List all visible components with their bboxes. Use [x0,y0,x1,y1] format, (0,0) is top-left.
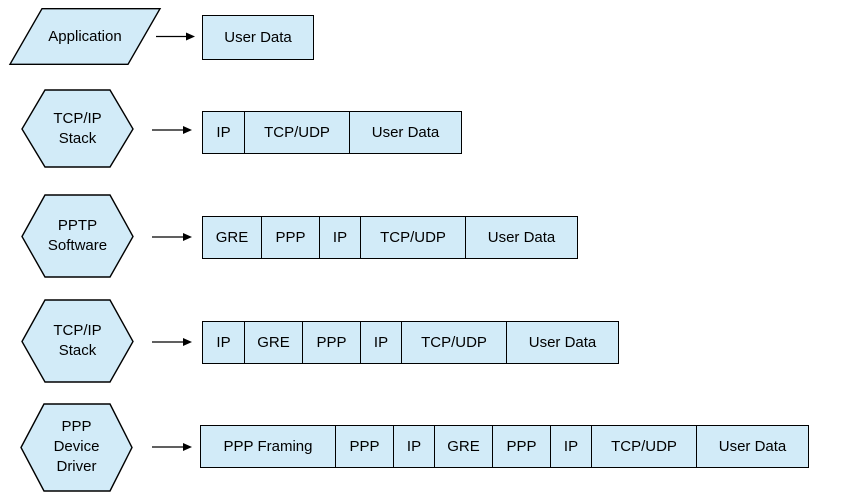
pptp-software-hexagon-shape [21,194,134,278]
ppp-device-driver-hexagon-shape [20,403,133,492]
packet-cell-ppp: PPP [335,426,393,467]
packet-cell-gre: GRE [203,217,261,258]
packet-row-tcpip-stack-2: IP GRE PPP IP TCP/UDP User Data [202,321,619,364]
packet-cell-ppp-framing: PPP Framing [201,426,335,467]
right-arrow-head-icon [183,126,192,134]
packet-cell-ppp: PPP [492,426,550,467]
packet-cell-user-data: User Data [349,112,461,153]
packet-cell-user-data: User Data [203,16,313,59]
packet-cell-gre: GRE [434,426,492,467]
packet-cell-user-data: User Data [506,322,618,363]
right-arrow-head-icon [183,338,192,346]
packet-row-application: User Data [202,15,314,60]
right-arrow-head-icon [183,233,192,241]
packet-row-tcpip-stack-1: IP TCP/UDP User Data [202,111,462,154]
packet-cell-ip: IP [360,322,401,363]
packet-cell-ppp: PPP [302,322,360,363]
packet-cell-ip: IP [203,112,244,153]
packet-cell-tcp-udp: TCP/UDP [360,217,465,258]
packet-cell-ppp: PPP [261,217,319,258]
tcpip-stack-hexagon-shape-2 [21,299,134,383]
packet-row-ppp-device-driver: PPP Framing PPP IP GRE PPP IP TCP/UDP Us… [200,425,809,468]
packet-cell-tcp-udp: TCP/UDP [401,322,506,363]
packet-cell-gre: GRE [244,322,302,363]
right-arrow-head-icon [183,443,192,451]
application-parallelogram-shape [8,7,162,66]
packet-cell-user-data: User Data [696,426,808,467]
packet-cell-ip: IP [319,217,360,258]
packet-cell-tcp-udp: TCP/UDP [591,426,696,467]
packet-cell-ip: IP [203,322,244,363]
packet-cell-tcp-udp: TCP/UDP [244,112,349,153]
packet-cell-ip: IP [393,426,434,467]
packet-row-pptp-software: GRE PPP IP TCP/UDP User Data [202,216,578,259]
packet-cell-user-data: User Data [465,217,577,258]
tcpip-stack-hexagon-shape-1 [21,89,134,168]
right-arrow-head-icon [186,32,195,41]
packet-cell-ip: IP [550,426,591,467]
